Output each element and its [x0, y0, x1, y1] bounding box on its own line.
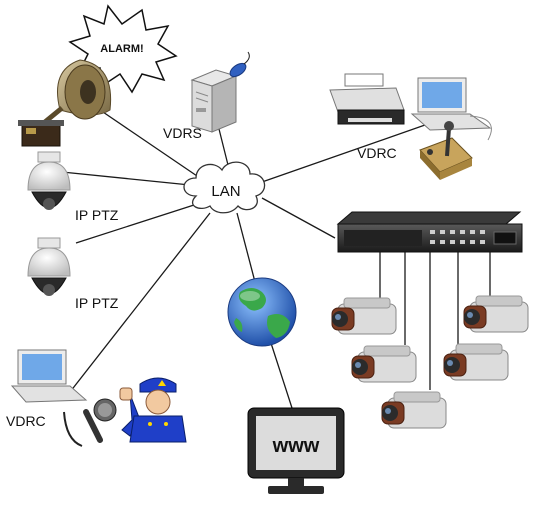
vdrc-left-label: VDRC	[6, 413, 46, 429]
vdrc-right-label: VDRC	[357, 145, 397, 161]
link-ptz-1	[61, 171, 191, 186]
link-www	[269, 339, 293, 409]
ptz-1-label: IP PTZ	[75, 207, 119, 223]
dome-camera-icon	[27, 151, 71, 210]
monitor-icon: www	[247, 407, 345, 494]
dome-camera-icon	[27, 237, 71, 296]
box-camera-icon	[331, 297, 397, 335]
dvr-recorder-icon	[336, 211, 523, 253]
link-alarm	[99, 109, 201, 179]
laptop-icon	[410, 77, 492, 141]
printer-icon	[329, 73, 405, 125]
gramophone-icon	[18, 59, 112, 147]
joystick-icon	[419, 121, 473, 180]
globe-icon	[227, 277, 297, 347]
lan-cloud: LAN	[183, 161, 266, 214]
link-vdrs	[217, 124, 229, 166]
ptz-2-label: IP PTZ	[75, 295, 119, 311]
alarm-burst: ALARM!	[68, 4, 178, 94]
link-vdrc-right	[261, 124, 426, 183]
lan-label: LAN	[211, 183, 240, 200]
box-camera-icon	[351, 345, 417, 383]
link-dvr	[261, 197, 336, 239]
alarm-label: ALARM!	[100, 43, 143, 55]
box-camera-icon	[443, 343, 509, 381]
microphone-icon	[63, 398, 117, 447]
box-camera-icon	[381, 391, 447, 429]
server-icon	[190, 51, 250, 133]
vdrs-label: VDRS	[163, 125, 202, 141]
link-vdrc-left	[69, 212, 211, 393]
police-officer-icon	[119, 377, 187, 443]
connection-lines	[61, 109, 491, 409]
laptop-icon	[10, 349, 88, 403]
link-internet	[236, 212, 256, 283]
link-ptz-2	[75, 204, 195, 244]
www-label: www	[272, 435, 320, 457]
box-camera-icon	[463, 295, 529, 333]
